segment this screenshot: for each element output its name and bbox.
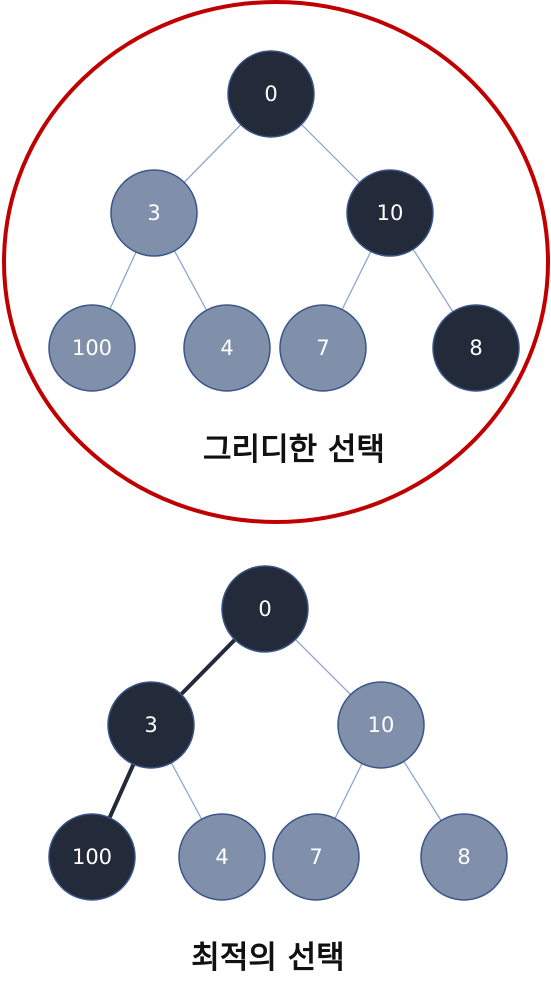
tree-node-8: 8: [420, 813, 508, 901]
node-label: 8: [457, 845, 470, 869]
tree-node-7: 7: [272, 813, 360, 901]
node-circle: [183, 304, 271, 392]
tree-node-100: 100: [48, 304, 136, 392]
selected-node-100: 100: [48, 813, 136, 901]
highlight-ring: [2, 0, 550, 524]
node-circle: [346, 169, 434, 257]
node-label: 7: [316, 336, 329, 360]
node-label: 4: [215, 845, 228, 869]
selected-node-0: 0: [221, 565, 309, 653]
node-label: 3: [147, 201, 160, 225]
node-label: 100: [72, 845, 112, 869]
node-label: 0: [264, 82, 277, 106]
node-circle: [107, 681, 195, 769]
node-label: 7: [309, 845, 322, 869]
tree-node-4: 4: [178, 813, 266, 901]
node-label: 0: [258, 597, 271, 621]
node-circle: [178, 813, 266, 901]
greedy-choice-tree: 0 3 10 100 4 7 8 그리디한 선택: [2, 0, 550, 524]
node-circle: [420, 813, 508, 901]
node-label: 8: [469, 336, 482, 360]
node-label: 100: [72, 336, 112, 360]
selected-node-3: 3: [107, 681, 195, 769]
tree-caption: 그리디한 선택: [203, 432, 385, 468]
tree-node-3: 3: [110, 169, 198, 257]
tree-node-7: 7: [279, 304, 367, 392]
node-circle: [48, 304, 136, 392]
node-circle: [227, 50, 315, 138]
selected-node-10: 10: [346, 169, 434, 257]
node-circle: [110, 169, 198, 257]
node-label: 10: [377, 201, 404, 225]
node-label: 4: [220, 336, 233, 360]
node-circle: [272, 813, 360, 901]
optimal-choice-tree: 0 3 10 100 4 7 8 최적의 선택: [48, 565, 508, 976]
node-circle: [279, 304, 367, 392]
node-label: 3: [144, 713, 157, 737]
tree-node-10: 10: [337, 681, 425, 769]
selected-node-8: 8: [432, 304, 520, 392]
tree-node-4: 4: [183, 304, 271, 392]
tree-caption: 최적의 선택: [191, 940, 344, 976]
node-circle: [337, 681, 425, 769]
node-circle: [432, 304, 520, 392]
node-circle: [221, 565, 309, 653]
selected-node-0: 0: [227, 50, 315, 138]
node-label: 10: [368, 713, 395, 737]
node-circle: [48, 813, 136, 901]
